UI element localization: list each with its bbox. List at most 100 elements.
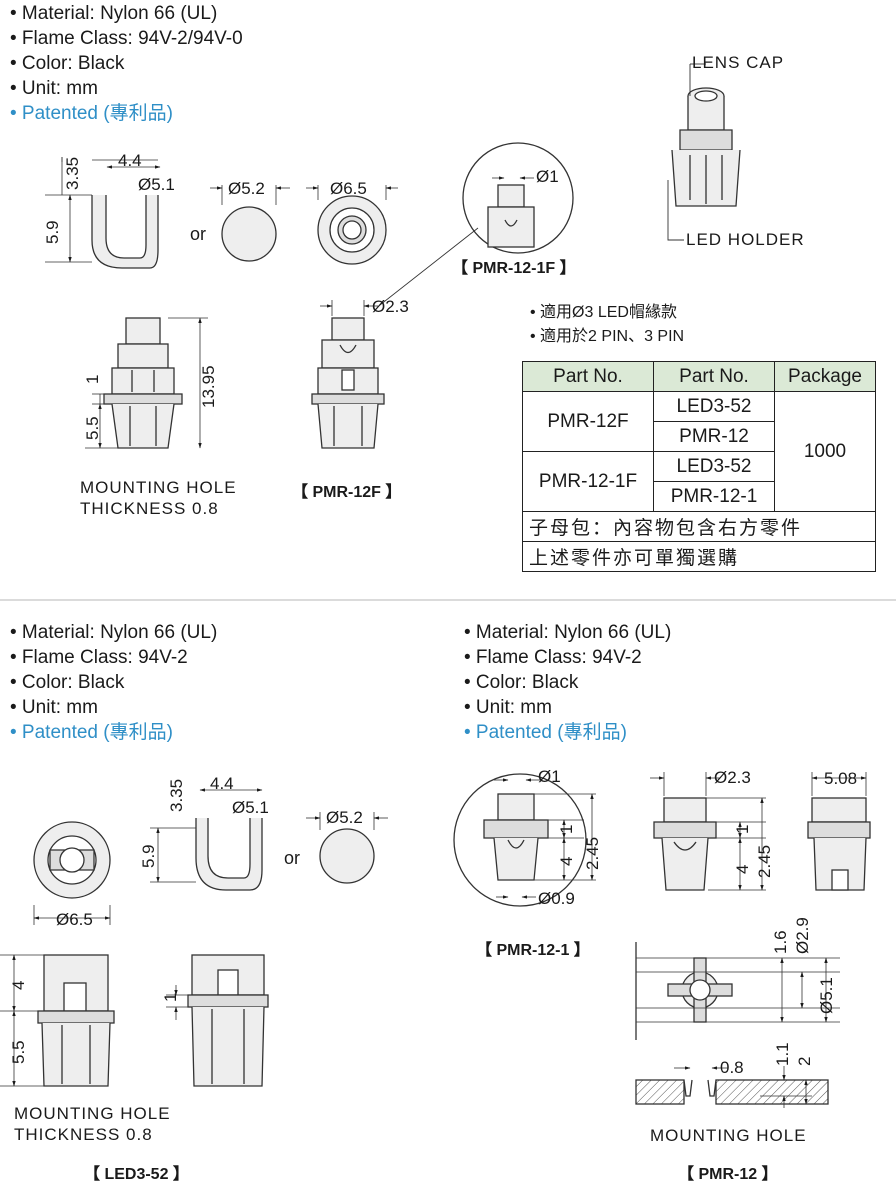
part-number-table: Part No. Part No. Package PMR-12F LED3-5… bbox=[522, 361, 876, 572]
dim-d0-9: Ø0.9 bbox=[538, 889, 575, 908]
note-line1: • 適用Ø3 LED帽緣款 bbox=[530, 304, 677, 321]
mounting-hole-line2: THICKNESS 0.8 bbox=[14, 1125, 153, 1144]
spec-unit: • Unit: mm bbox=[10, 78, 98, 99]
patented-label: • Patented bbox=[464, 722, 552, 743]
table-note-row: 上述零件亦可單獨選購 bbox=[522, 541, 876, 572]
table-note: 上述零件亦可單獨選購 bbox=[522, 541, 876, 572]
spec-material: • Material: Nylon 66 (UL) bbox=[464, 622, 672, 643]
pmr12-side-508 bbox=[807, 772, 871, 891]
spec-material: • Material: Nylon 66 (UL) bbox=[10, 622, 218, 643]
dim-d2-3-bottom: Ø2.3 bbox=[714, 768, 751, 787]
dim-d5-1-hole: Ø5.1 bbox=[817, 977, 836, 1014]
dim-4-detail: 4 bbox=[557, 857, 576, 866]
u-section-top bbox=[45, 157, 159, 269]
table-cell-sub: PMR-12-1 bbox=[653, 481, 775, 512]
mounting-hole-line2: THICKNESS 0.8 bbox=[80, 499, 219, 518]
patented-label: • Patented bbox=[10, 722, 98, 743]
dim-d5-1-bottom: Ø5.1 bbox=[232, 798, 269, 817]
pmr12-1f-caption: 【 PMR-12-1F 】 bbox=[452, 260, 576, 277]
led3-52-caption: 【 LED3-52 】 bbox=[84, 1166, 189, 1183]
spec-flame: • Flame Class: 94V-2 bbox=[464, 647, 642, 668]
spec-patented: • Patented (專利品) bbox=[10, 101, 243, 126]
table-cell-part: PMR-12-1F bbox=[522, 451, 654, 512]
led-holder-label: LED HOLDER bbox=[686, 230, 805, 249]
dim-4-4-bottom: 4.4 bbox=[210, 774, 234, 793]
dim-4-side: 4 bbox=[733, 865, 752, 874]
mounting-hole-bottom-left: MOUNTING HOLE THICKNESS 0.8 bbox=[14, 1103, 171, 1145]
circle-52-top bbox=[221, 185, 277, 262]
table-row: PMR-12F LED3-52 1000 bbox=[522, 391, 876, 512]
mounting-hole-bottom-right: MOUNTING HOLE bbox=[650, 1126, 807, 1145]
pmr12f-caption: 【 PMR-12F 】 bbox=[292, 484, 402, 501]
dim-d1-top: Ø1 bbox=[536, 167, 559, 186]
table-cell-sub: LED3-52 bbox=[653, 391, 775, 422]
u-section-bottom bbox=[150, 788, 263, 891]
spec-color: • Color: Black bbox=[464, 672, 579, 693]
table-note: 子母包：內容物包含右方零件 bbox=[522, 511, 876, 542]
dim-d6-5-bottom: Ø6.5 bbox=[56, 910, 93, 929]
table-header: Part No. bbox=[522, 361, 654, 392]
dim-2: 2 bbox=[795, 1057, 814, 1066]
patented-cn: (專利品) bbox=[103, 722, 173, 743]
spec-bottom-right: • Material: Nylon 66 (UL) • Flame Class:… bbox=[464, 620, 671, 745]
dim-2-45-side: 2.45 bbox=[755, 845, 774, 878]
dim-5-9-top: 5.9 bbox=[43, 220, 62, 244]
dim-d5-1-top: Ø5.1 bbox=[138, 175, 175, 194]
mounting-hole-line1: MOUNTING HOLE bbox=[80, 478, 237, 497]
dim-2-45-detail: 2.45 bbox=[583, 837, 602, 870]
mounting-hole-section bbox=[635, 1066, 829, 1108]
led3-52-side-b bbox=[166, 954, 269, 1087]
ring-65-bottom bbox=[33, 821, 111, 925]
spec-patented: • Patented (專利品) bbox=[464, 720, 671, 745]
or-text-top: or bbox=[190, 224, 207, 244]
pmr12-1-caption: 【 PMR-12-1 】 bbox=[476, 942, 590, 959]
detail-circle-pmr12-1f bbox=[379, 142, 574, 306]
dim-d2-3-top: Ø2.3 bbox=[372, 297, 409, 316]
dim-4-bottom: 4 bbox=[9, 981, 28, 990]
dim-1-bottom: 1 bbox=[161, 993, 180, 1002]
table-note-row: 子母包：內容物包含右方零件 bbox=[522, 511, 876, 542]
pmr12f-side-a bbox=[85, 317, 208, 449]
dim-4-4-top: 4.4 bbox=[118, 151, 142, 170]
spec-color: • Color: Black bbox=[10, 53, 125, 74]
dim-13-95: 13.95 bbox=[199, 365, 218, 408]
spec-unit: • Unit: mm bbox=[10, 697, 98, 718]
dim-d5-2-top: Ø5.2 bbox=[228, 179, 265, 198]
dim-5-9-bottom: 5.9 bbox=[139, 844, 158, 868]
pmr12-caption: 【 PMR-12 】 bbox=[678, 1166, 778, 1183]
dim-1-6: 1.6 bbox=[771, 930, 790, 954]
led3-52-side-a bbox=[0, 954, 115, 1087]
dim-3-35-bottom: 3.35 bbox=[167, 779, 186, 812]
or-text-bottom: or bbox=[284, 848, 301, 868]
lens-cap-label: LENS CAP bbox=[692, 53, 785, 72]
spec-unit: • Unit: mm bbox=[464, 697, 552, 718]
dim-d6-5-top: Ø6.5 bbox=[330, 179, 367, 198]
patented-cn: (專利品) bbox=[557, 722, 627, 743]
pmr12-1-side bbox=[650, 772, 766, 891]
dim-0-8: 0.8 bbox=[720, 1058, 744, 1077]
pmr12f-side-b bbox=[311, 300, 385, 449]
note-line2: • 適用於2 PIN、3 PIN bbox=[530, 328, 685, 345]
table-cell-sub: LED3-52 bbox=[653, 451, 775, 482]
spec-flame: • Flame Class: 94V-2 bbox=[10, 647, 188, 668]
spec-bottom-left: • Material: Nylon 66 (UL) • Flame Class:… bbox=[10, 620, 217, 745]
dim-lines-top bbox=[61, 157, 534, 449]
table-cell-part: PMR-12F bbox=[522, 391, 654, 452]
spec-top: • Material: Nylon 66 (UL) • Flame Class:… bbox=[10, 1, 243, 126]
circle-52-bottom bbox=[306, 812, 388, 884]
dim-5-5-bottom: 5.5 bbox=[9, 1040, 28, 1064]
dim-5-5-top: 5.5 bbox=[83, 416, 102, 440]
ring-65-top bbox=[317, 185, 387, 265]
dim-5-08: 5.08 bbox=[824, 769, 857, 788]
table-header-row: Part No. Part No. Package bbox=[522, 361, 876, 392]
patented-label: • Patented bbox=[10, 103, 98, 124]
dim-1-1: 1.1 bbox=[773, 1042, 792, 1066]
spec-flame: • Flame Class: 94V-2/94V-0 bbox=[10, 28, 243, 49]
spec-patented: • Patented (專利品) bbox=[10, 720, 217, 745]
dim-d5-2-bottom: Ø5.2 bbox=[326, 808, 363, 827]
table-cell-sub: PMR-12 bbox=[653, 421, 775, 452]
mounting-hole-top: MOUNTING HOLE THICKNESS 0.8 bbox=[80, 477, 237, 519]
spec-color: • Color: Black bbox=[10, 672, 125, 693]
spec-material: • Material: Nylon 66 (UL) bbox=[10, 3, 218, 24]
